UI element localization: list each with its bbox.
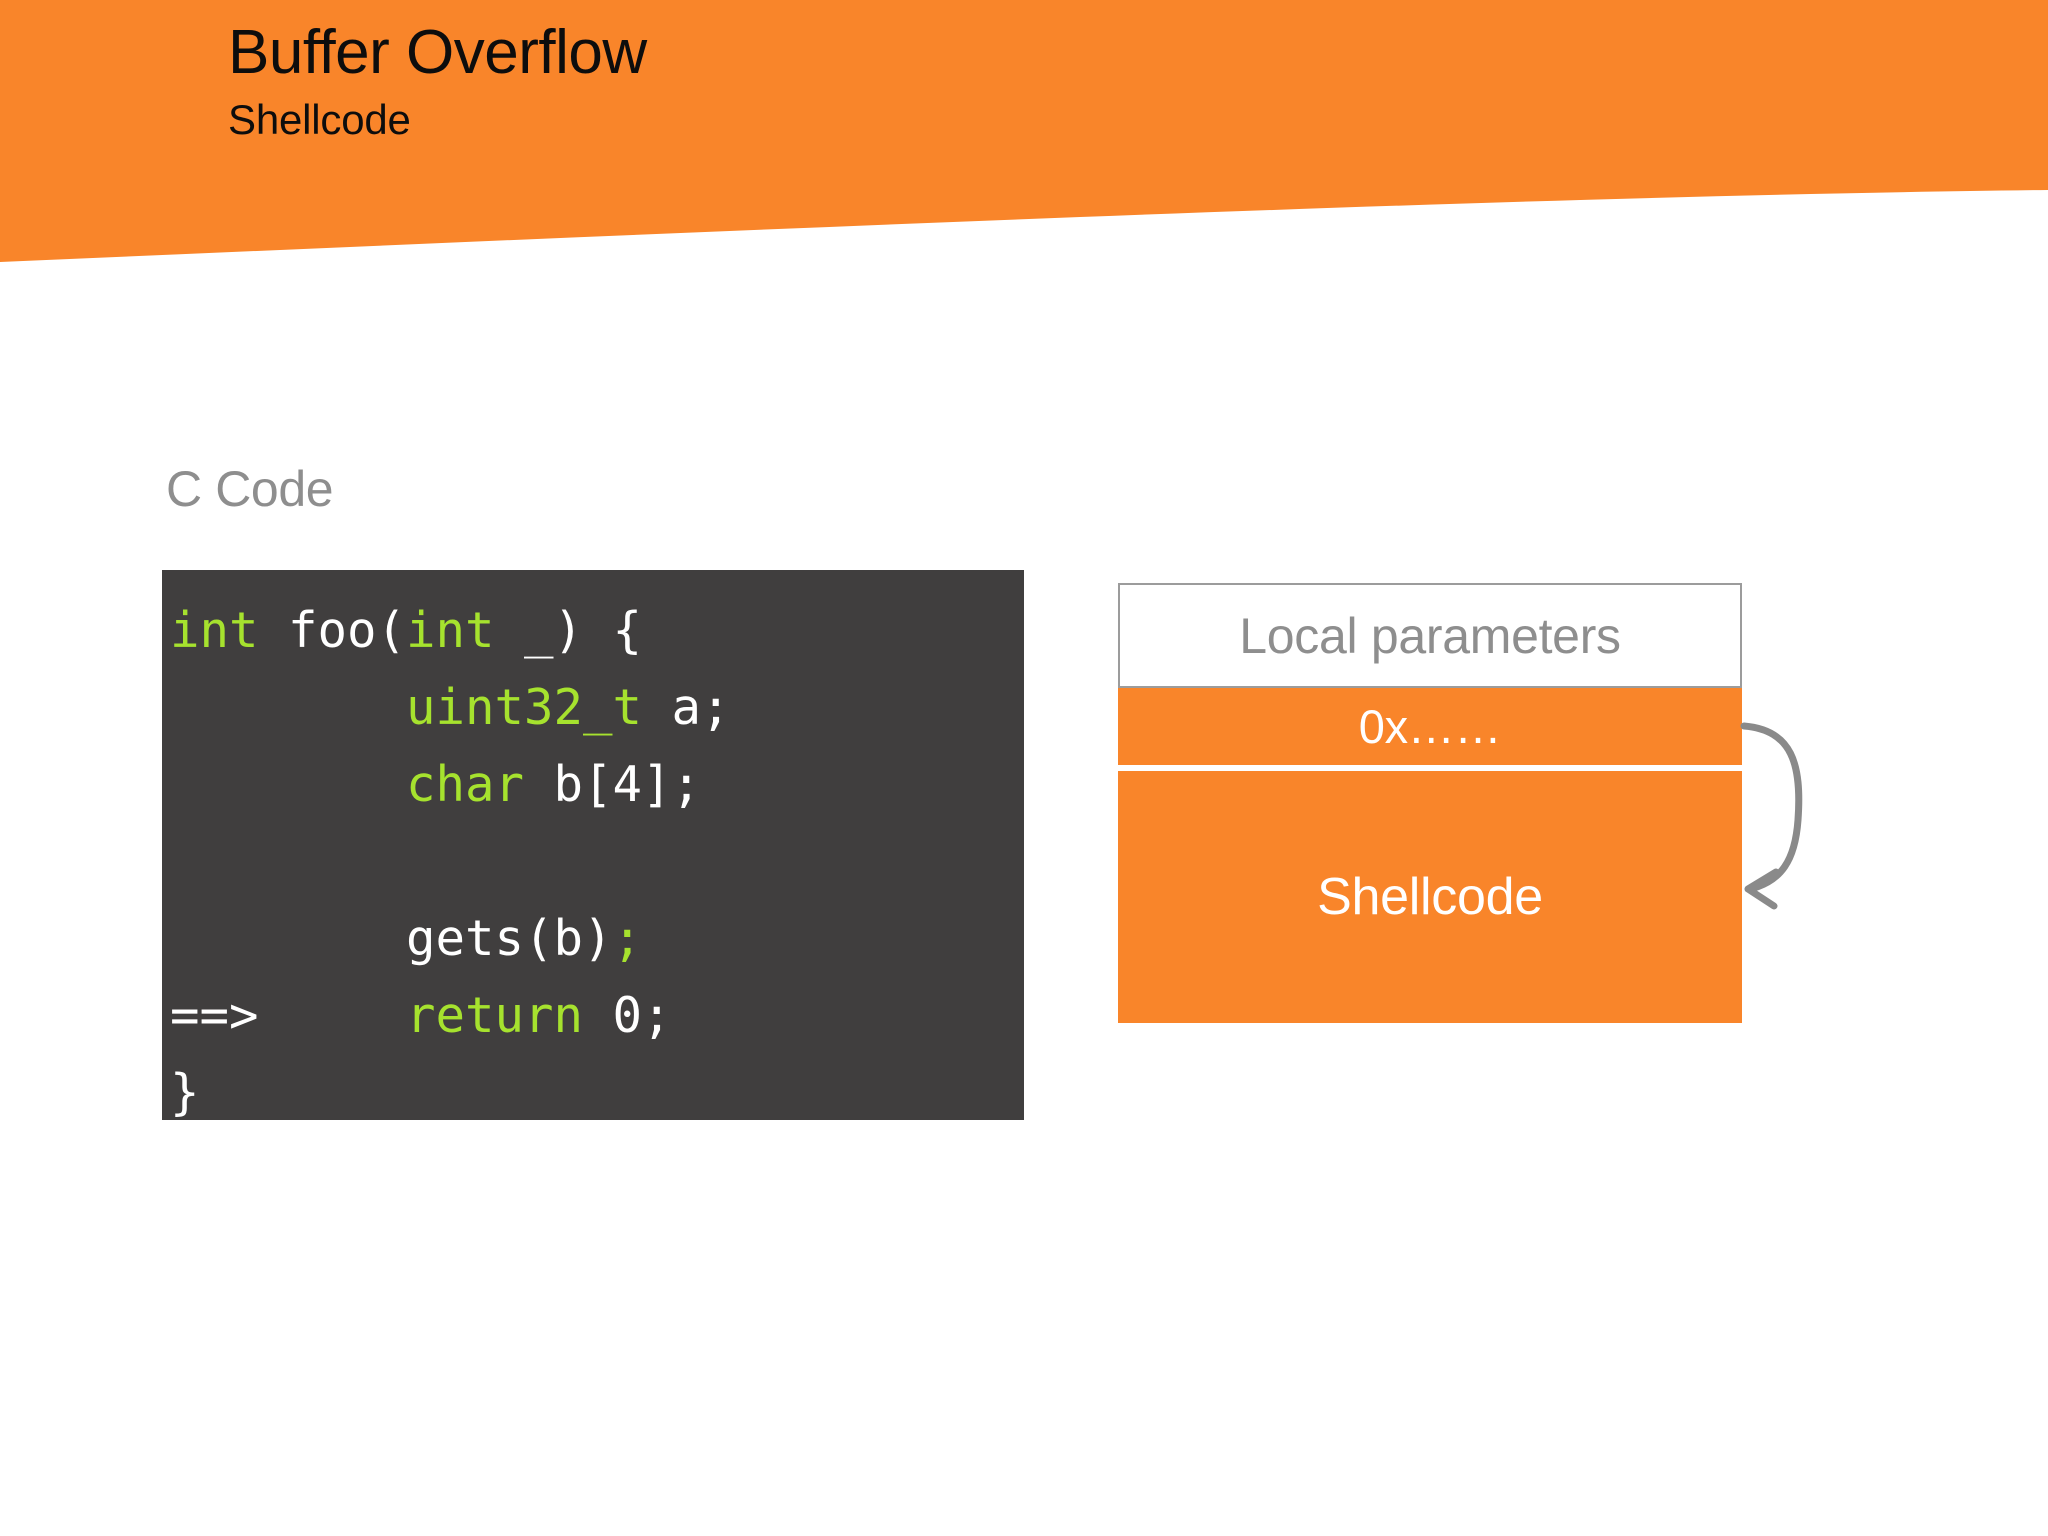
code-text: _) { xyxy=(494,602,643,659)
code-keyword: char xyxy=(406,756,525,813)
code-text xyxy=(170,679,406,736)
code-line xyxy=(170,823,1024,900)
code-line: uint32_t a; xyxy=(170,669,1024,746)
code-text: a; xyxy=(642,679,731,736)
page-subtitle: Shellcode xyxy=(228,96,411,143)
stack-layout-diagram: Local parameters 0x…… Shellcode xyxy=(1118,583,1770,1043)
stack-row-return-address-label: 0x…… xyxy=(1358,700,1502,753)
header-curve-shape xyxy=(0,0,2048,262)
section-label-c-code: C Code xyxy=(166,461,334,517)
code-line: } xyxy=(170,1054,1024,1131)
code-text: ==> xyxy=(170,987,407,1044)
stack-row-local-parameters: Local parameters xyxy=(1118,583,1742,688)
code-line: int foo(int _) { xyxy=(170,592,1024,669)
code-line: char b[4]; xyxy=(170,746,1024,823)
code-keyword: ; xyxy=(612,910,643,967)
stack-row-local-parameters-label: Local parameters xyxy=(1239,607,1621,664)
stack-row-shellcode: Shellcode xyxy=(1118,771,1742,1023)
code-keyword: uint32_t xyxy=(406,679,643,736)
code-line: gets(b); xyxy=(170,900,1024,977)
code-line: ==> return 0; xyxy=(170,977,1024,1054)
code-keyword: int xyxy=(406,602,495,659)
page-title: Buffer Overflow xyxy=(228,18,647,87)
code-keyword: return xyxy=(406,987,584,1044)
code-text: } xyxy=(170,1064,200,1121)
code-text xyxy=(170,756,406,813)
c-code-block: int foo(int _) { uint32_t a; char b[4]; … xyxy=(162,570,1024,1121)
header-band: Buffer Overflow Shellcode xyxy=(0,0,2048,280)
code-text: gets(b) xyxy=(170,910,613,967)
code-text: b[4]; xyxy=(524,756,702,813)
code-keyword: int xyxy=(170,602,259,659)
code-text: foo( xyxy=(258,602,407,659)
code-text: 0; xyxy=(583,987,672,1044)
stack-row-return-address: 0x…… xyxy=(1118,688,1742,768)
stack-row-shellcode-label: Shellcode xyxy=(1317,868,1543,926)
